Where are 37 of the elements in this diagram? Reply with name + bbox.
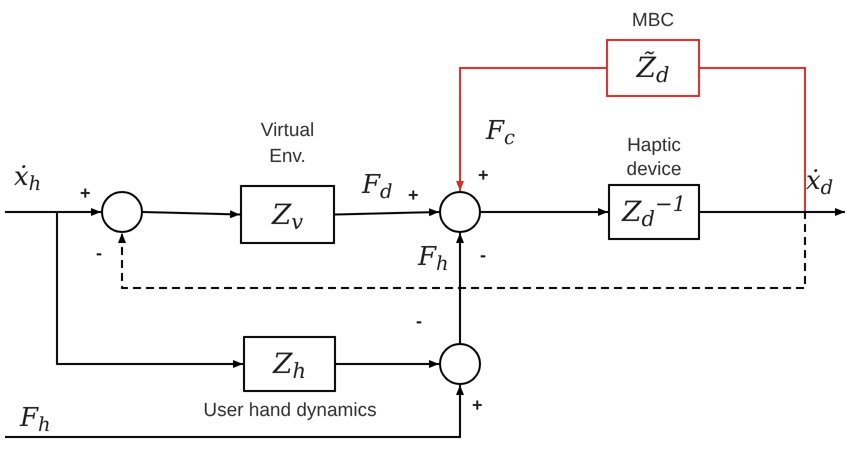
arrow [456, 67, 606, 191]
block-caption: Virtual Env. [260, 119, 316, 169]
arrow [142, 210, 240, 218]
summing-junction [439, 191, 481, 233]
summing-junction [439, 343, 481, 385]
sign-label: - [96, 244, 102, 262]
arrow [456, 233, 464, 343]
signal-label: ẋ$_{d}$ [806, 168, 834, 194]
arrow [5, 385, 464, 438]
signal-label: ẋ$_{h}$ [14, 164, 42, 190]
transfer-block [240, 185, 335, 244]
arrow [700, 208, 845, 216]
arrow [334, 208, 440, 216]
signal-label: F$_{c}$ [486, 118, 515, 144]
signal-label: F$_{h}$ [20, 405, 51, 431]
summing-junction [101, 191, 143, 233]
sign-label: - [416, 312, 422, 330]
signal-label: F$_{h}$ [418, 244, 449, 270]
sign-label: + [478, 166, 489, 184]
block-caption: MBC [630, 9, 676, 33]
transfer-block [243, 336, 336, 392]
sign-label: + [472, 396, 483, 414]
block-function: Z$_{h}$ [273, 350, 306, 378]
block-caption: Haptic device [626, 134, 682, 182]
block-function: Z$_{v}$ [272, 200, 304, 228]
arrow [56, 212, 243, 368]
arrow [336, 360, 439, 368]
block-caption: User hand dynamics [202, 399, 378, 423]
sign-label: + [408, 186, 419, 204]
arrow [481, 208, 608, 216]
transfer-block [608, 184, 700, 240]
arrow [5, 208, 101, 216]
signal-label: F$_{d}$ [362, 172, 393, 198]
sign-label: + [80, 184, 91, 202]
sign-label: - [480, 246, 486, 264]
transfer-block [606, 39, 700, 97]
dashed-arrow [118, 211, 806, 289]
